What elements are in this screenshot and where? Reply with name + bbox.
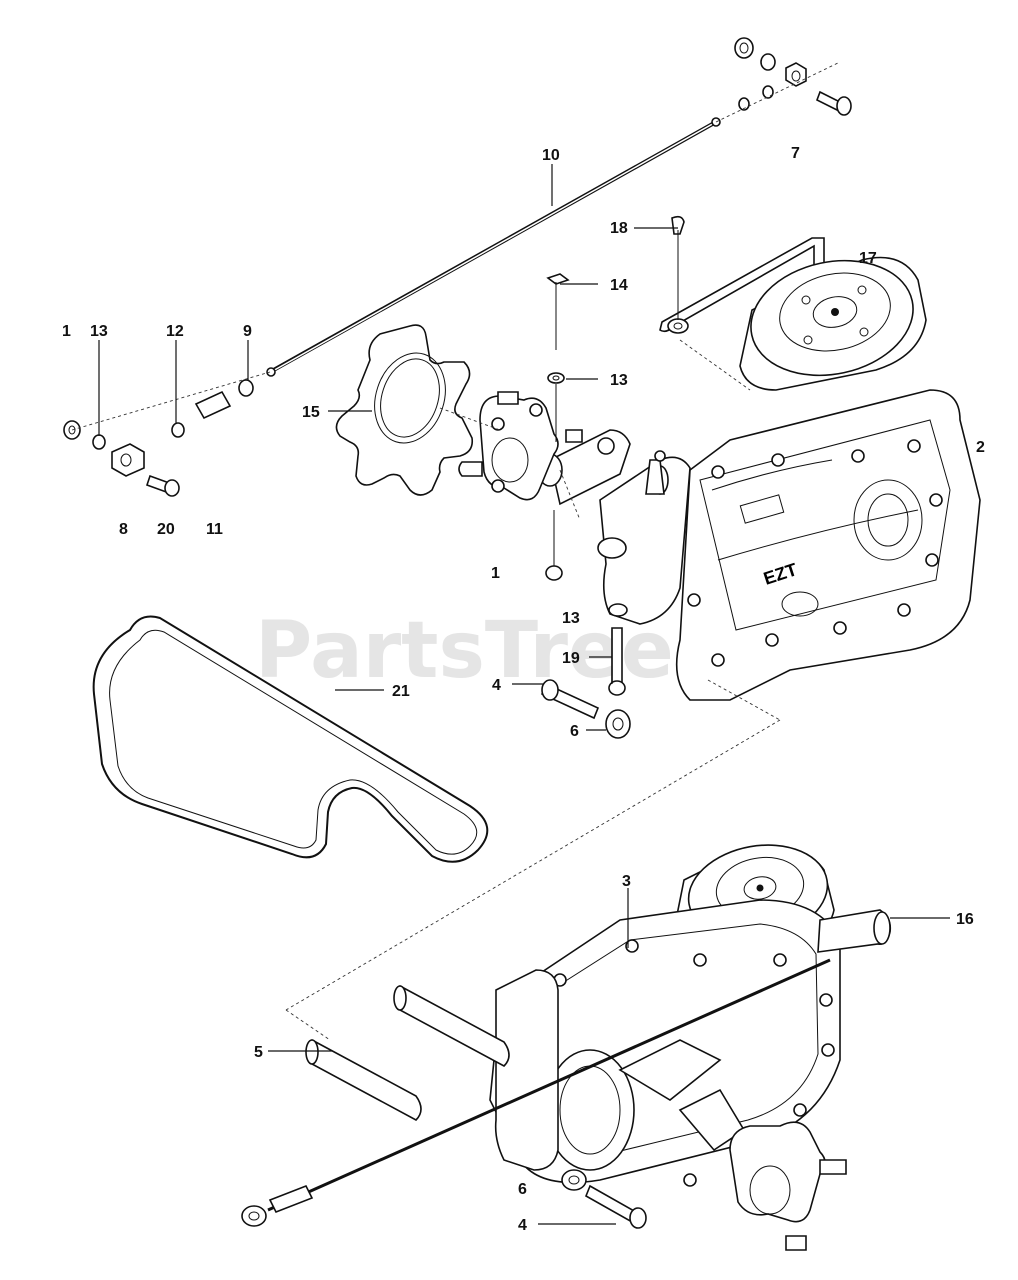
linkage-fasteners xyxy=(545,273,666,696)
callout-4b: 4 xyxy=(518,1217,527,1234)
hub-plate-upper xyxy=(458,391,583,501)
callout-12: 12 xyxy=(166,323,184,340)
watermark-text: PartsTree xyxy=(255,606,674,696)
callout-14: 14 xyxy=(610,277,628,294)
control-rod-lower xyxy=(241,958,831,1227)
callout-labels: 1 13 12 9 8 20 11 10 7 18 17 14 13 15 2 … xyxy=(62,145,985,1234)
callout-11: 11 xyxy=(206,521,223,538)
callout-16: 16 xyxy=(956,911,974,928)
transmission-bolts-upper xyxy=(687,439,943,667)
rod-end-hardware-top xyxy=(715,37,852,123)
callout-13b: 13 xyxy=(610,372,628,389)
callout-7: 7 xyxy=(791,145,800,162)
callout-20: 20 xyxy=(157,521,175,538)
transmission-lower xyxy=(489,844,847,1251)
callout-6b: 6 xyxy=(518,1181,527,1198)
callout-1: 1 xyxy=(62,323,71,340)
callout-13: 13 xyxy=(90,323,108,340)
watermark: PartsTree TM xyxy=(255,602,758,696)
callout-2: 2 xyxy=(976,439,985,456)
rod-end-hardware-left xyxy=(63,371,271,497)
callout-21: 21 xyxy=(392,683,410,700)
bolt-and-washer-upper xyxy=(540,679,631,739)
callout-17: 17 xyxy=(859,250,877,267)
tube-5 xyxy=(305,984,510,1121)
callout-5: 5 xyxy=(254,1044,263,1061)
control-rod xyxy=(266,117,721,377)
callout-15: 15 xyxy=(302,404,320,421)
callout-19: 19 xyxy=(562,650,580,667)
callout-10: 10 xyxy=(542,147,560,164)
callout-18: 18 xyxy=(610,220,628,237)
plate-15 xyxy=(335,324,474,496)
callout-1b: 1 xyxy=(491,565,500,582)
callout-3: 3 xyxy=(622,873,631,890)
bolt-and-washer-lower xyxy=(561,1169,647,1229)
callout-8: 8 xyxy=(119,521,128,538)
callout-9: 9 xyxy=(243,323,252,340)
leader-lines xyxy=(98,164,950,1225)
shaft-16 xyxy=(817,909,892,953)
assembly-guides xyxy=(285,339,781,1041)
callout-13c: 13 xyxy=(562,610,580,627)
callout-6: 6 xyxy=(570,723,579,740)
drive-belt xyxy=(92,615,489,863)
callout-4: 4 xyxy=(492,677,501,694)
transmission-upper: EZT xyxy=(537,256,981,701)
